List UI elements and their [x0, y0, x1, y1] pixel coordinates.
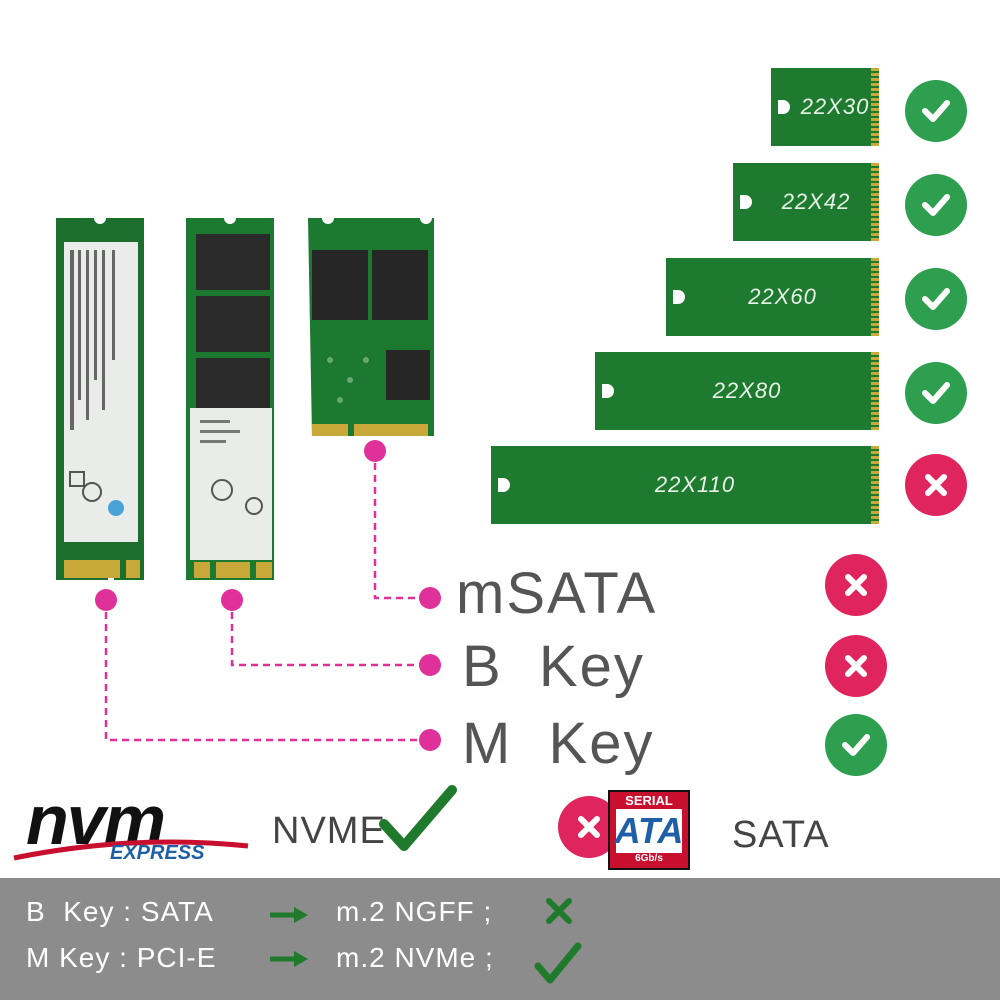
size-label: 22X80	[712, 378, 782, 403]
footer-panel: B Key : SATA m.2 NGFF ; M Key : PCI-E m.…	[0, 878, 1000, 1000]
msata-dot-top	[364, 440, 386, 462]
size-label: 22X30	[800, 94, 870, 119]
m-key-ssd-card	[56, 218, 144, 580]
serial-text: SERIAL	[625, 793, 673, 808]
bkey-dot-end	[419, 654, 441, 676]
bkey-dot-top	[221, 589, 243, 611]
check-icon	[905, 268, 967, 330]
size-label: 22X42	[781, 189, 851, 214]
check-icon	[825, 714, 887, 776]
connector-lines	[95, 440, 441, 751]
msata-card	[308, 218, 434, 436]
size-bar-22x110: 22X110	[491, 446, 879, 524]
express-logo-text: EXPRESS	[110, 842, 205, 864]
size-bar-22x30: 22X30	[771, 68, 879, 146]
size-label: 22X60	[748, 284, 817, 309]
cross-icon	[825, 554, 887, 616]
check-icon	[905, 174, 967, 236]
sata-label: SATA	[732, 814, 830, 856]
label-mask	[830, 812, 916, 856]
footer-b-key: B Key : SATA	[26, 896, 214, 927]
nvm-express-logo: nvm EXPRESS	[12, 781, 252, 870]
b-key-ssd-card	[186, 218, 274, 580]
size-bar-22x80: 22X80	[595, 352, 879, 430]
size-bar-22x42: 22X42	[733, 163, 879, 241]
check-icon	[905, 80, 967, 142]
check-icon	[379, 785, 457, 851]
footer-nvme: m.2 NVMe ;	[336, 942, 494, 973]
mkey-dot-end	[419, 729, 441, 751]
footer-m-key: M Key : PCI-E	[26, 942, 217, 973]
gbs-text: 6Gb/s	[635, 853, 663, 864]
arrow-right-icon	[270, 907, 308, 923]
cross-icon	[905, 454, 967, 516]
nvme-label: NVME	[272, 810, 386, 852]
check-icon	[534, 942, 582, 984]
label-mask	[668, 560, 796, 778]
footer-ngff: m.2 NGFF ;	[336, 896, 493, 927]
ssd-cards-illustration	[56, 218, 434, 580]
ata-panel	[616, 809, 682, 853]
cross-icon	[546, 898, 572, 924]
serial-ata-logo: SERIAL ATA 6Gb/s	[608, 790, 690, 870]
cross-icon	[825, 635, 887, 697]
mkey-dot-top	[95, 589, 117, 611]
msata-dot-end	[419, 587, 441, 609]
msata-label: mSATA	[456, 561, 658, 626]
label-mask	[456, 810, 530, 856]
m-key-label: M Key	[462, 711, 655, 776]
b-key-label: B Key	[462, 634, 645, 699]
size-bar-22x60: 22X60	[666, 258, 879, 336]
arrow-right-icon	[270, 951, 308, 967]
logo-swoosh	[13, 839, 249, 861]
size-label: 22X110	[654, 472, 736, 497]
check-icon	[905, 362, 967, 424]
ata-text: ATA	[614, 810, 684, 851]
